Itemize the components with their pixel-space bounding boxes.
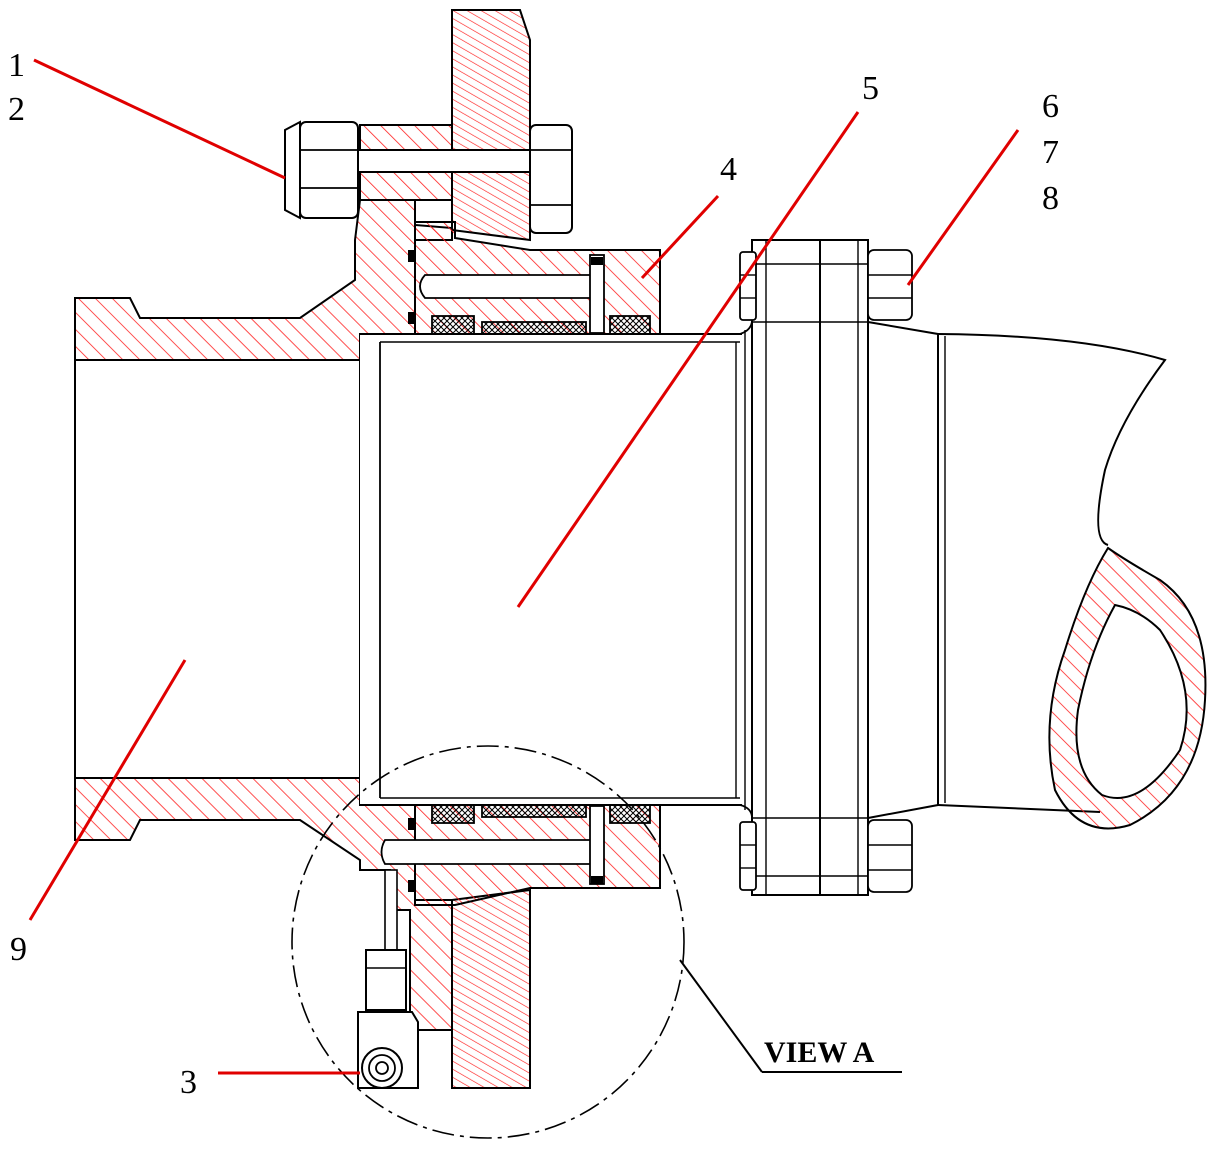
view-a-callout: VIEW A <box>291 745 902 1139</box>
leader-4 <box>640 194 720 280</box>
packing-ring <box>609 315 651 335</box>
label-3: 3 <box>180 1064 197 1101</box>
hex-nut-left <box>284 120 359 220</box>
pipe-break-section <box>1048 546 1207 830</box>
label-7: 7 <box>1042 134 1059 171</box>
item-labels: 1 2 3 4 5 6 7 8 9 <box>8 47 1059 1101</box>
label-5: 5 <box>862 70 879 107</box>
body-flange-lower-boss-top <box>359 171 453 201</box>
hex-nut <box>739 251 757 321</box>
leader-5 <box>516 111 860 608</box>
wall-plate-bottom <box>451 888 531 1089</box>
packing-rings <box>431 315 651 824</box>
label-6: 6 <box>1042 88 1059 125</box>
packing-ring <box>481 321 587 335</box>
flange-nuts <box>739 249 913 893</box>
companion-flange <box>751 239 869 896</box>
view-a-label: VIEW A <box>764 1036 875 1069</box>
leader-lines <box>28 58 1020 1075</box>
bolt-shank <box>354 149 536 173</box>
label-8: 8 <box>1042 180 1059 217</box>
label-9: 9 <box>10 931 27 968</box>
label-2: 2 <box>8 91 25 128</box>
shaft-spool <box>360 319 753 819</box>
leader-9 <box>28 659 187 921</box>
body-flange-boss-top <box>359 124 453 151</box>
view-a-leader <box>679 959 763 1073</box>
packing-ring <box>431 804 475 824</box>
hex-nut <box>867 819 913 893</box>
leader-1 <box>33 58 286 180</box>
outlet-pipe <box>867 321 1207 830</box>
wall-plate-top <box>451 9 531 242</box>
detail-circle <box>291 745 685 1139</box>
gland <box>380 221 661 906</box>
label-4: 4 <box>720 151 737 188</box>
leader-6 <box>906 129 1020 286</box>
bolt-assembly-top <box>284 120 573 234</box>
label-1: 1 <box>8 47 25 84</box>
lube-fitting <box>357 869 419 1089</box>
hex-nut <box>867 249 913 321</box>
hex-nut-right <box>529 124 573 234</box>
body-flange <box>74 124 453 1031</box>
packing-ring <box>431 315 475 335</box>
hex-nut <box>739 821 757 891</box>
packing-ring <box>481 804 587 818</box>
